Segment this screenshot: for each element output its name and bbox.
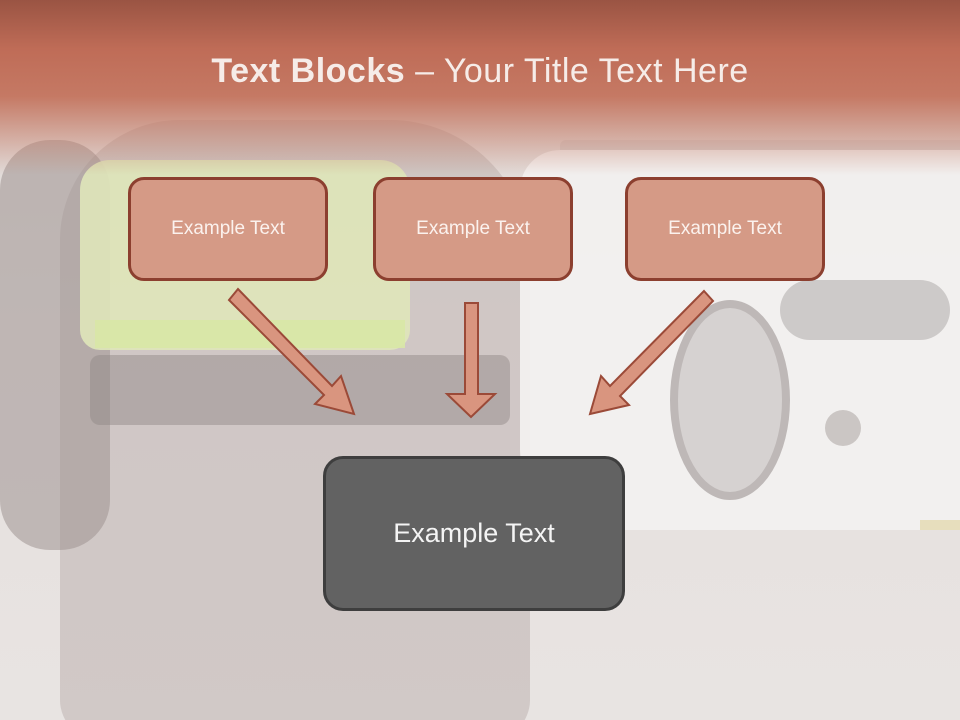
title-separator: –: [405, 52, 444, 90]
title-band: [0, 0, 960, 175]
text-block-3[interactable]: Example Text: [625, 177, 825, 281]
arrow-center: [444, 302, 498, 419]
title-rest: Your Title Text Here: [443, 52, 749, 90]
title-bold: Text Blocks: [211, 52, 406, 90]
text-block-2-label: Example Text: [416, 218, 530, 239]
arrow-right: [588, 289, 715, 416]
target-block-label: Example Text: [393, 518, 555, 548]
text-block-3-label: Example Text: [668, 218, 782, 239]
vest-stripe: [95, 320, 405, 348]
car-fog-light: [825, 410, 861, 446]
target-block[interactable]: Example Text: [323, 456, 625, 611]
car-headlight: [780, 280, 950, 340]
text-block-2[interactable]: Example Text: [373, 177, 573, 281]
slide-title[interactable]: Text Blocks – Your Title Text Here: [0, 52, 960, 91]
text-block-1-label: Example Text: [171, 218, 285, 239]
text-block-1[interactable]: Example Text: [128, 177, 328, 281]
arrow-left: [227, 287, 356, 416]
car-wheel: [670, 300, 790, 500]
road-line: [920, 520, 960, 530]
